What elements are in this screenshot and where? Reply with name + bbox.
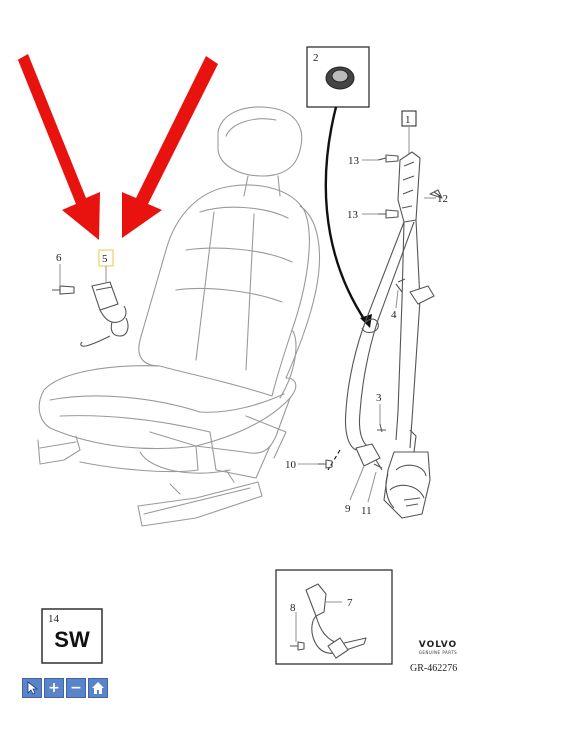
brand-name: VOLVO bbox=[418, 640, 458, 650]
callout-11: 11 bbox=[361, 505, 372, 517]
callout-13-upper: 13 bbox=[348, 155, 360, 167]
brand-logo: VOLVO GENUINE PARTS bbox=[411, 640, 465, 655]
callout-4: 4 bbox=[391, 309, 397, 321]
callout-12: 12 bbox=[437, 193, 448, 205]
red-arrow-left bbox=[14, 54, 100, 240]
callout-13-lower: 13 bbox=[347, 209, 359, 221]
callout-9: 9 bbox=[345, 503, 351, 515]
seat-belt-assembly bbox=[318, 151, 443, 519]
callout-2: 2 bbox=[313, 52, 319, 64]
leader-arrow-part-2 bbox=[324, 106, 367, 323]
seat-belt-buckle bbox=[52, 281, 129, 347]
grommet-part-2 bbox=[325, 66, 355, 90]
brand-subtitle: GENUINE PARTS bbox=[418, 650, 458, 655]
seat-illustration bbox=[37, 106, 321, 527]
callout-10: 10 bbox=[285, 459, 297, 471]
callout-1: 1 bbox=[405, 114, 411, 126]
highlight-arrows bbox=[14, 54, 218, 240]
callout-5: 5 bbox=[102, 253, 108, 265]
callout-3: 3 bbox=[376, 392, 382, 404]
buckle-part-7 bbox=[290, 583, 367, 659]
callout-6: 6 bbox=[56, 252, 62, 264]
viewer-toolbar: + − bbox=[22, 678, 108, 698]
home-icon[interactable] bbox=[88, 678, 108, 698]
zoom-out-icon[interactable]: − bbox=[66, 678, 86, 698]
red-arrow-right bbox=[122, 56, 218, 238]
diagram-reference: GR-462276 bbox=[410, 663, 458, 674]
callout-7: 7 bbox=[347, 597, 353, 609]
callout-8: 8 bbox=[290, 602, 296, 614]
part-14-box bbox=[41, 608, 103, 664]
cursor-icon[interactable] bbox=[22, 678, 42, 698]
sw-label: SW bbox=[54, 627, 90, 652]
callout-14: 14 bbox=[48, 613, 60, 625]
zoom-in-icon[interactable]: + bbox=[44, 678, 64, 698]
